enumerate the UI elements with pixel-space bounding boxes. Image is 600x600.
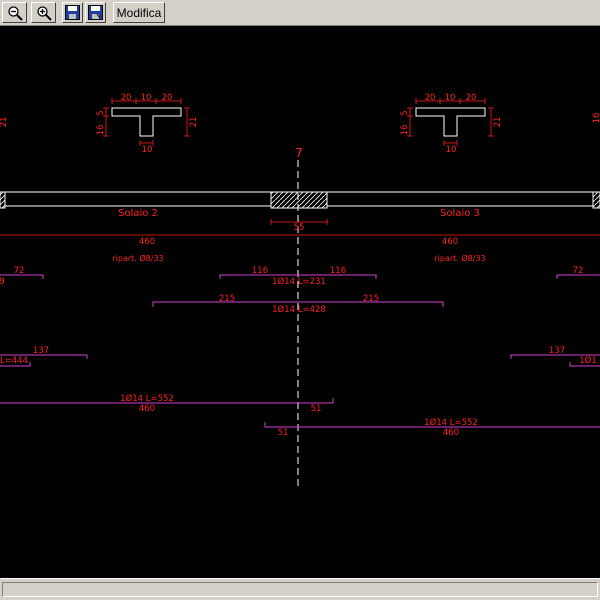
save-as-icon bbox=[88, 5, 103, 20]
bar-right-anchor-label: 72 bbox=[573, 266, 584, 276]
section-right bbox=[407, 98, 494, 146]
zoom-in-button[interactable] bbox=[31, 2, 56, 23]
section-left-dim-total-height: 21 bbox=[189, 117, 199, 128]
section-right-dim-web: 10 bbox=[446, 145, 457, 155]
bar-center-top-length-label: 1Ø14 L=231 bbox=[272, 276, 326, 287]
zoom-out-icon bbox=[7, 5, 23, 21]
save-icon bbox=[65, 5, 80, 20]
save-button[interactable] bbox=[62, 2, 83, 23]
axis-label: 7 bbox=[295, 146, 303, 160]
status-panel bbox=[2, 582, 598, 597]
section-left-dim-top-1: 20 bbox=[121, 93, 132, 103]
bar-low-left-length-label: L=444 bbox=[0, 356, 28, 366]
bar-left-partial-label: 9 bbox=[0, 277, 5, 287]
support-width-label: 55 bbox=[294, 223, 305, 233]
section-right-dim-height-b: 5 bbox=[400, 110, 410, 115]
cad-drawing-canvas[interactable]: 20 10 20 16 5 21 10 20 10 20 16 5 21 10 … bbox=[0, 26, 600, 578]
zoom-in-icon bbox=[36, 5, 52, 21]
bar-center-long-left-label: 215 bbox=[219, 294, 235, 304]
section-right-dim-top-2: 10 bbox=[445, 93, 456, 103]
support-hatch bbox=[270, 191, 328, 209]
bottom-right-span-label: 460 bbox=[443, 428, 459, 438]
bar-center-long-length-label: 1Ø14 L=428 bbox=[272, 304, 326, 315]
modifica-button[interactable]: Modifica bbox=[113, 2, 165, 23]
ripart-right-label: ripart. Ø8/33 bbox=[434, 253, 485, 263]
section-right-dim-top-1: 20 bbox=[425, 93, 436, 103]
toolbar: Modifica bbox=[0, 0, 600, 26]
span-right-label: 460 bbox=[442, 237, 458, 247]
bar-center-top-right-label: 116 bbox=[330, 266, 346, 276]
section-left-dim-web: 10 bbox=[142, 145, 153, 155]
bar-left-anchor-label: 72 bbox=[14, 266, 25, 276]
section-right-dim-top-3: 20 bbox=[466, 93, 477, 103]
rebar-lines bbox=[0, 274, 600, 428]
bar-low-right-anchor-label: 137 bbox=[549, 346, 565, 356]
bottom-right-bar-label: 1Ø14 L=552 bbox=[424, 417, 478, 428]
section-left-dim-height-a: 16 bbox=[96, 125, 106, 136]
section-right-dim-height-a: 16 bbox=[400, 125, 410, 136]
ripart-left-label: ripart. Ø8/33 bbox=[112, 253, 163, 263]
section-left bbox=[103, 98, 190, 146]
zoom-out-button[interactable] bbox=[2, 2, 27, 23]
bar-low-left-anchor-label: 137 bbox=[33, 346, 49, 356]
support-dimension bbox=[270, 219, 328, 225]
section-left-dim-top-3: 20 bbox=[162, 93, 173, 103]
section-right-dim-total-height: 21 bbox=[493, 117, 503, 128]
slab-right-label: Solaio 3 bbox=[440, 208, 480, 219]
span-left-label: 460 bbox=[139, 237, 155, 247]
bottom-left-span-label: 460 bbox=[139, 404, 155, 414]
bar-center-long-right-label: 215 bbox=[363, 294, 379, 304]
bar-center-top-left-label: 116 bbox=[252, 266, 268, 276]
section-left-dim-top-2: 10 bbox=[141, 93, 152, 103]
status-bar bbox=[0, 578, 600, 600]
bar-low-right-length-label: 1Ø1 bbox=[579, 355, 597, 366]
bottom-left-extension-label: 51 bbox=[311, 404, 322, 414]
edge-left-label: 21 bbox=[0, 117, 9, 128]
save-as-button[interactable] bbox=[85, 2, 106, 23]
bottom-right-extension-label: 51 bbox=[278, 428, 289, 438]
bottom-left-bar-label: 1Ø14 L=552 bbox=[120, 393, 174, 404]
beam bbox=[0, 191, 600, 209]
slab-left-label: Solaio 2 bbox=[118, 208, 158, 219]
edge-right-label: 16 bbox=[592, 113, 600, 124]
section-left-dim-height-b: 5 bbox=[96, 110, 106, 115]
